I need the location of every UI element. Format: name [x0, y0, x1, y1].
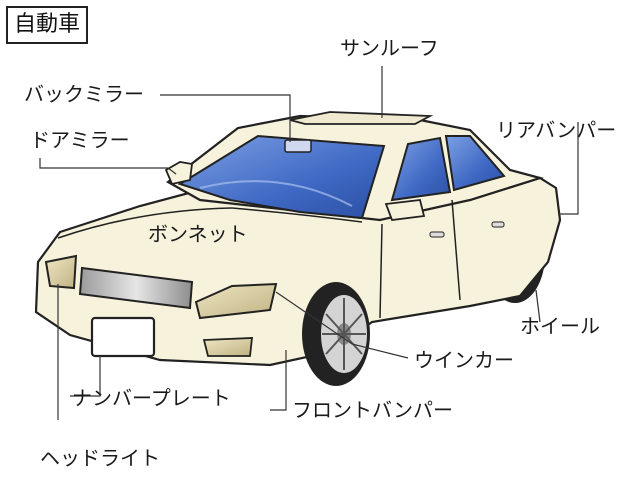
grille	[78, 266, 194, 310]
label-sunroof: サンルーフ	[340, 36, 439, 60]
door-mirror	[164, 161, 194, 186]
label-rearview-mirror: バックミラー	[24, 82, 144, 106]
left-headlight	[44, 254, 78, 290]
label-door-mirror: ドアミラー	[30, 128, 130, 152]
front-side-window	[390, 136, 452, 202]
fog-light	[202, 337, 254, 357]
leader-lines	[39, 66, 579, 420]
label-bonnet: ボンネット	[148, 222, 248, 246]
license-plate-shape	[90, 316, 156, 358]
page-title: 自動車	[6, 6, 89, 44]
front-wheel	[302, 282, 370, 386]
label-front-bumper: フロントバンパー	[292, 398, 453, 422]
label-license-plate: ナンバープレート	[72, 386, 231, 410]
label-rear-bumper: リアバンパー	[496, 118, 617, 142]
label-wheel: ホイール	[520, 314, 600, 338]
label-turn-signal: ウインカー	[414, 348, 514, 372]
sunroof	[289, 111, 434, 125]
rear-side-window	[444, 135, 506, 192]
rearview-mirror	[284, 139, 312, 153]
right-headlight	[194, 282, 278, 320]
label-headlight: ヘッドライト	[40, 446, 160, 470]
